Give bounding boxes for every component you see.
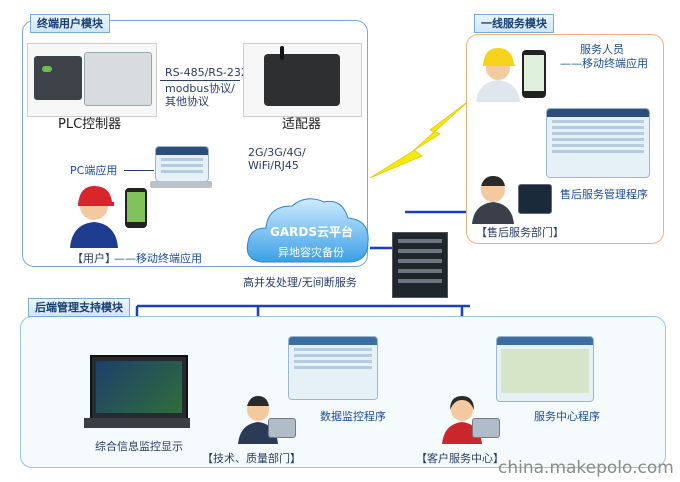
- networks-label: 2G/3G/4G/: [248, 146, 306, 159]
- user-phone-icon: [125, 188, 147, 228]
- other-protocol-label: 其他协议: [165, 95, 209, 108]
- monitor-display-label: 综合信息监控显示: [95, 440, 183, 453]
- cloud-icon: [246, 198, 369, 263]
- data-monitor-label: 数据监控程序: [320, 410, 386, 423]
- watermark-text: china.makepolo.com: [498, 458, 674, 478]
- customer-dept-label: 【客户服务中心】: [416, 452, 504, 465]
- rs485-label: RS-485/RS-232: [165, 66, 248, 79]
- monitor-wall-base: [84, 418, 190, 428]
- adapter-label: 适配器: [282, 117, 322, 132]
- pc-app-label: PC端应用: [70, 164, 118, 177]
- data-monitor-screen: [288, 336, 378, 400]
- terminal-module-tag: 终端用户模块: [30, 14, 110, 33]
- protocol-link-line: [160, 80, 240, 81]
- pc-app-link-line: [124, 170, 154, 171]
- frontline-module-tag: 一线服务模块: [474, 14, 554, 33]
- staff-phone-icon: [522, 50, 546, 98]
- wifi-label: WiFi/RJ45: [248, 159, 299, 172]
- cloud-title: GARDS云平台: [270, 225, 353, 239]
- plc-module-light: [84, 52, 152, 106]
- aftersales-program-label: 售后服务管理程序: [560, 188, 648, 201]
- service-center-label: 服务中心程序: [534, 410, 600, 423]
- service-staff-label: 服务人员: [580, 43, 624, 56]
- plc-label: PLC控制器: [58, 117, 122, 132]
- lightning-bolt-right: [369, 99, 471, 179]
- service-center-screen: [496, 336, 594, 402]
- user-avatar: [70, 186, 118, 248]
- plc-indicator: [42, 66, 52, 72]
- tech-laptop-icon: [268, 418, 296, 438]
- backend-module-tag: 后端管理支持模块: [28, 298, 130, 317]
- aftersales-staff-avatar: [472, 176, 514, 224]
- cloud-subtitle: 异地容灾备份: [278, 246, 344, 259]
- adapter-device-frame: [243, 43, 362, 117]
- modbus-label: modbus协议/: [165, 82, 235, 95]
- service-staff-avatar: [476, 48, 520, 102]
- customer-laptop-icon: [472, 418, 500, 438]
- user-mobile-label: ——移动终端应用: [114, 252, 202, 265]
- pc-laptop-base: [150, 181, 212, 188]
- server-rack-icon: [392, 232, 448, 298]
- adapter-antenna: [280, 46, 284, 60]
- aftersales-dept-label: 【售后服务部门】: [476, 226, 564, 239]
- pc-laptop-screen: [155, 146, 209, 182]
- concurrency-label: 高并发处理/无间断服务: [243, 276, 357, 289]
- aftersales-computer-icon: [518, 184, 552, 214]
- tech-dept-label: 【技术、质量部门】: [202, 452, 301, 465]
- monitor-wall-icon: [90, 355, 188, 421]
- user-label: 【用户】: [72, 252, 116, 265]
- staff-mobile-label: ——移动终端应用: [560, 57, 648, 70]
- plc-module-dark: [34, 56, 82, 100]
- aftersales-program-screen: [546, 108, 650, 178]
- plc-device-frame: [27, 43, 157, 117]
- adapter-body: [264, 54, 340, 106]
